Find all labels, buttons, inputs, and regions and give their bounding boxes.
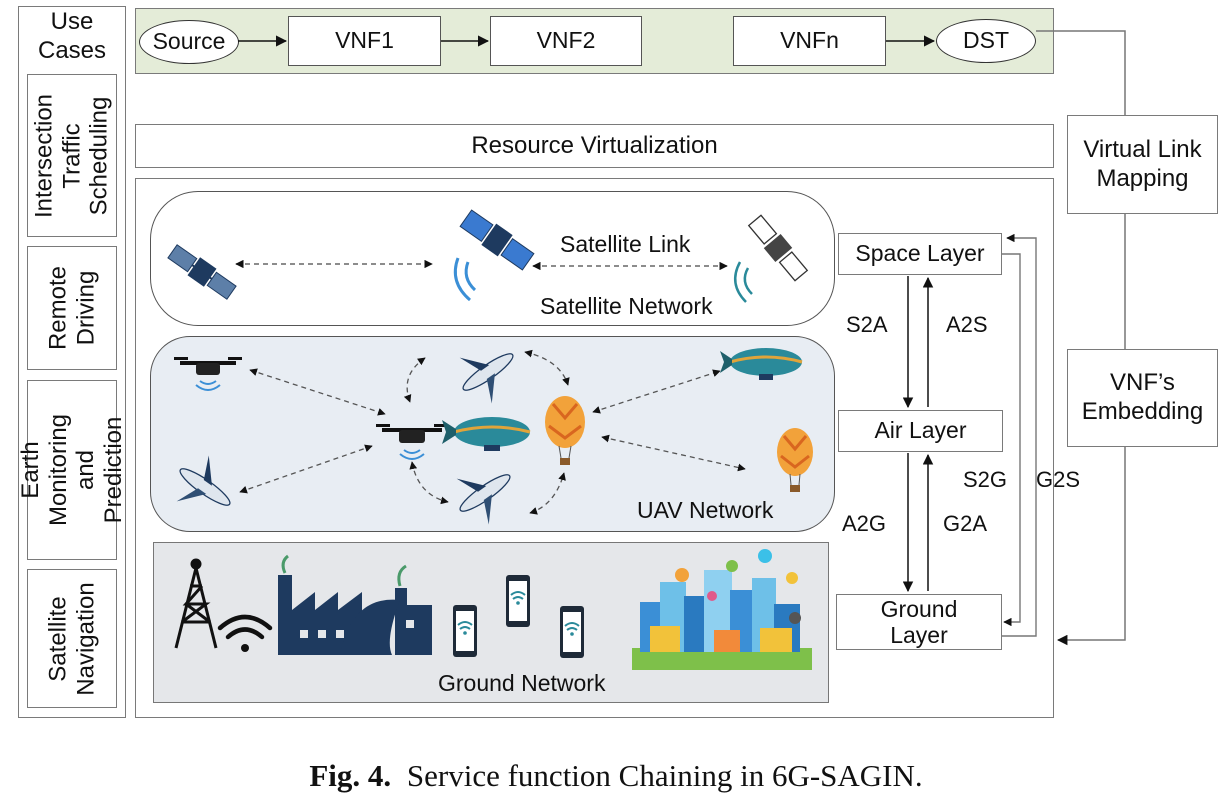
satellite-network-label: Satellite Network (540, 293, 713, 319)
balloon-icon (777, 428, 813, 492)
source-node[interactable]: Source (139, 20, 239, 64)
ground-layer-box[interactable]: Ground Layer (836, 594, 1002, 650)
smart-city-icon (632, 549, 812, 670)
smartphone-icon (506, 575, 530, 627)
air-layer-box[interactable]: Air Layer (838, 410, 1003, 452)
vnf2-box[interactable]: VNF2 (490, 16, 642, 66)
resource-virtualization-bar: Resource Virtualization (135, 124, 1054, 168)
uav-network-label: UAV Network (637, 497, 774, 523)
figure-caption: Fig. 4. Service function Chaining in 6G-… (0, 758, 1232, 794)
dst-node[interactable]: DST (936, 19, 1036, 63)
satellite-icon (733, 214, 809, 303)
use-case-remote-driving[interactable]: Remote Driving (27, 246, 117, 370)
caption-label: Fig. 4. (309, 758, 392, 793)
use-case-earth-monitoring[interactable]: Earth Monitoring and Prediction (17, 380, 127, 560)
drone-icon (376, 424, 448, 460)
caption-text: Service function Chaining in 6G-SAGIN. (406, 758, 923, 793)
space-layer-box[interactable]: Space Layer (838, 233, 1002, 275)
smartphone-icon (453, 605, 477, 657)
use-case-satellite-navigation[interactable]: Satellite Navigation (27, 569, 117, 708)
factory-icon (278, 554, 432, 655)
connector-s2g (1002, 253, 1021, 627)
satellite-icon (167, 244, 237, 300)
airship-icon (442, 417, 531, 451)
uav-plane-icon (459, 353, 514, 404)
g2a-label: G2A (943, 511, 988, 536)
cell-tower-icon (174, 558, 218, 649)
s2g-label: S2G (963, 467, 1008, 492)
airship-icon (720, 348, 803, 380)
use-case-intersection-traffic[interactable]: Intersection Traffic Scheduling (27, 74, 117, 237)
smartphone-icon (560, 606, 584, 658)
drone-icon (174, 357, 242, 391)
uav-plane-icon (176, 455, 231, 506)
wifi-icon (217, 614, 273, 652)
balloon-icon (545, 396, 585, 465)
s2a-label: S2A (846, 312, 888, 337)
connector-dst-mapping (1036, 30, 1126, 115)
satellite-network-panel (150, 191, 835, 326)
a2g-label: A2G (842, 511, 887, 536)
vnf-embedding-box[interactable]: VNF’s Embedding (1067, 349, 1218, 447)
a2s-label: A2S (946, 312, 988, 337)
uav-plane-icon (456, 474, 511, 525)
connector-g2s (1002, 233, 1037, 637)
virtual-link-mapping-box[interactable]: Virtual Link Mapping (1067, 115, 1218, 214)
satellite-icon (453, 209, 535, 302)
ground-network-label: Ground Network (438, 670, 606, 696)
connector-embedding-frame (1056, 447, 1126, 646)
satellite-link-label: Satellite Link (560, 231, 691, 257)
vnf1-box[interactable]: VNF1 (288, 16, 441, 66)
g2s-label: G2S (1036, 467, 1081, 492)
vnfn-box[interactable]: VNFn (733, 16, 886, 66)
use-cases-header: Use Cases (37, 8, 107, 64)
